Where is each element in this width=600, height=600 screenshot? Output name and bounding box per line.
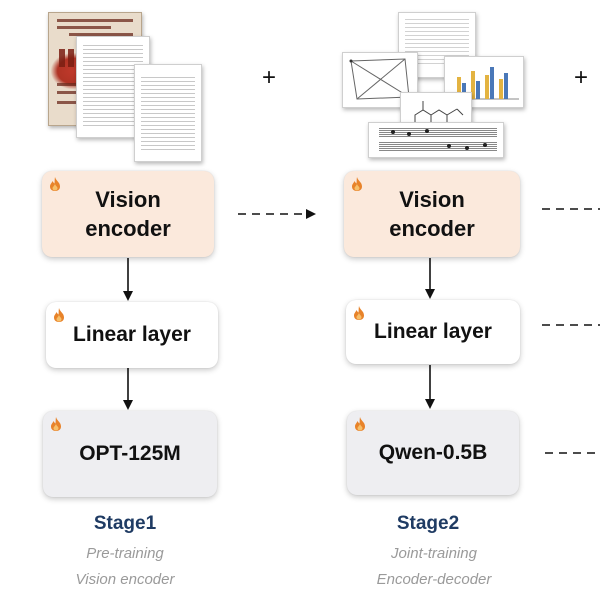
flame-icon bbox=[54, 308, 64, 322]
stage1-subtitle-line1: Pre-training bbox=[86, 545, 164, 562]
stage1-subtitle: Pre-training Vision encoder bbox=[15, 541, 235, 593]
flame-icon bbox=[51, 417, 61, 431]
encoder-label-line1: Vision bbox=[399, 187, 465, 212]
flame-icon bbox=[50, 177, 60, 191]
plus-icon: + bbox=[574, 64, 589, 91]
stage1-subtitle-line2: Vision encoder bbox=[75, 571, 175, 588]
paper-page-2 bbox=[134, 64, 202, 162]
sheet-music-image bbox=[368, 122, 504, 158]
stage1-title: Stage1 bbox=[93, 513, 157, 534]
flame-icon bbox=[354, 306, 364, 320]
stage2-vision-encoder-box: Vision encoder bbox=[344, 171, 520, 257]
stage2-llm-box: Qwen-0.5B bbox=[347, 411, 519, 495]
encoder-label-line2: encoder bbox=[85, 216, 171, 241]
stage2-subtitle: Joint-training Encoder-decoder bbox=[324, 541, 544, 593]
stage1-llm-box: OPT-125M bbox=[43, 411, 217, 497]
flame-icon bbox=[355, 417, 365, 431]
stage2-title: Stage2 bbox=[396, 513, 460, 534]
encoder-label-line2: encoder bbox=[389, 216, 475, 241]
stage2-linear-layer-box: Linear layer bbox=[346, 300, 520, 364]
flame-icon bbox=[352, 177, 362, 191]
stage1-vision-encoder-box: Vision encoder bbox=[42, 171, 214, 257]
llm-label: OPT-125M bbox=[79, 442, 181, 465]
linear-layer-label: Linear layer bbox=[73, 323, 191, 346]
stage2-subtitle-line2: Encoder-decoder bbox=[376, 571, 492, 588]
stage1-linear-layer-box: Linear layer bbox=[46, 302, 218, 368]
linear-layer-label: Linear layer bbox=[374, 320, 492, 343]
plus-icon: + bbox=[262, 64, 277, 91]
llm-label: Qwen-0.5B bbox=[378, 441, 488, 464]
encoder-label-line1: Vision bbox=[95, 187, 161, 212]
stage2-subtitle-line1: Joint-training bbox=[391, 545, 477, 562]
